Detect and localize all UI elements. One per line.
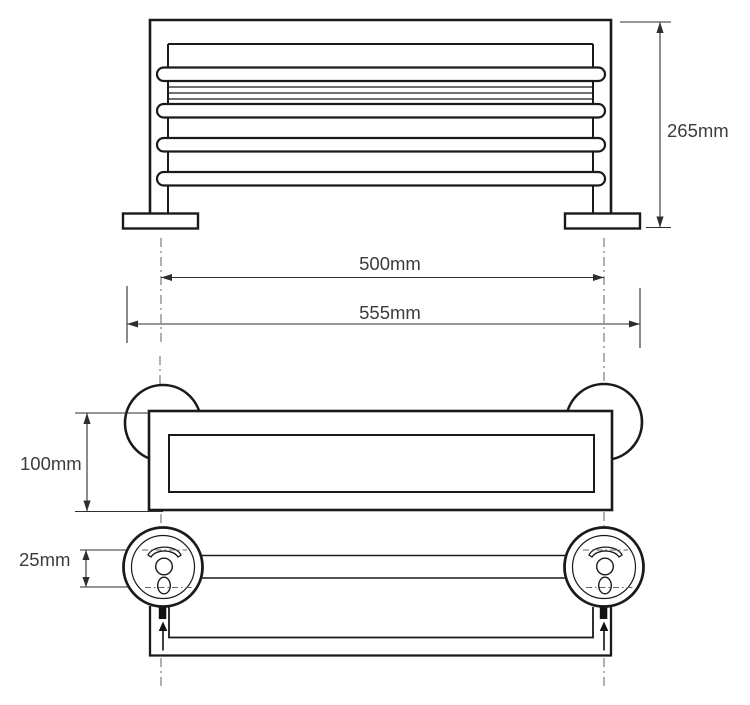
dimension-label-depth: 100mm xyxy=(20,453,82,474)
plan-lower-rail-outer xyxy=(148,606,613,657)
arrowhead-up xyxy=(82,550,90,560)
mount-rose-plan-right xyxy=(563,526,645,652)
towel-bar xyxy=(155,102,607,119)
wall-foot-right xyxy=(563,212,642,230)
arrowhead-down xyxy=(656,216,664,228)
plan-lower-rail-inner xyxy=(168,607,594,639)
dimension-label-height: 265mm xyxy=(667,120,729,141)
dimension-label-center-width: 500mm xyxy=(359,253,421,274)
dimension-overall-width-555: 555mm xyxy=(126,286,641,348)
arrowhead-left xyxy=(161,274,172,281)
center-hole xyxy=(154,557,174,576)
side-view xyxy=(123,353,644,526)
shelf-frame-inner xyxy=(168,434,595,493)
plan-view xyxy=(122,526,645,687)
dimension-label-overall-width: 555mm xyxy=(359,302,421,323)
dimension-height-265: 265mm xyxy=(620,21,729,229)
front-view xyxy=(121,18,642,230)
towel-bar xyxy=(155,136,607,153)
wall-foot-left xyxy=(121,212,200,230)
towel-bar xyxy=(155,170,607,187)
arrowhead-up xyxy=(83,413,91,424)
arrowhead-down xyxy=(82,577,90,587)
front-view-centerlines xyxy=(160,238,605,348)
arrowhead-down xyxy=(83,500,91,512)
dimension-center-width-500: 500mm xyxy=(161,253,604,281)
rose-inner-circle xyxy=(130,534,196,600)
screw-mark xyxy=(158,607,167,619)
insert-arrow-head xyxy=(158,621,168,631)
mount-rose-plan-left xyxy=(122,526,204,651)
front-frame-outline xyxy=(148,18,613,214)
dimension-hole-spacing-25: 25mm xyxy=(19,549,130,588)
arrowhead-up xyxy=(656,22,664,33)
arrowhead-right xyxy=(629,320,640,328)
arrowhead-right xyxy=(593,274,604,281)
dimension-label-hole-spacing: 25mm xyxy=(19,549,70,570)
arrowhead-left xyxy=(127,320,138,328)
towel-bar xyxy=(155,66,607,83)
screw-hole xyxy=(156,576,172,595)
dimension-depth-100: 100mm xyxy=(20,412,163,513)
